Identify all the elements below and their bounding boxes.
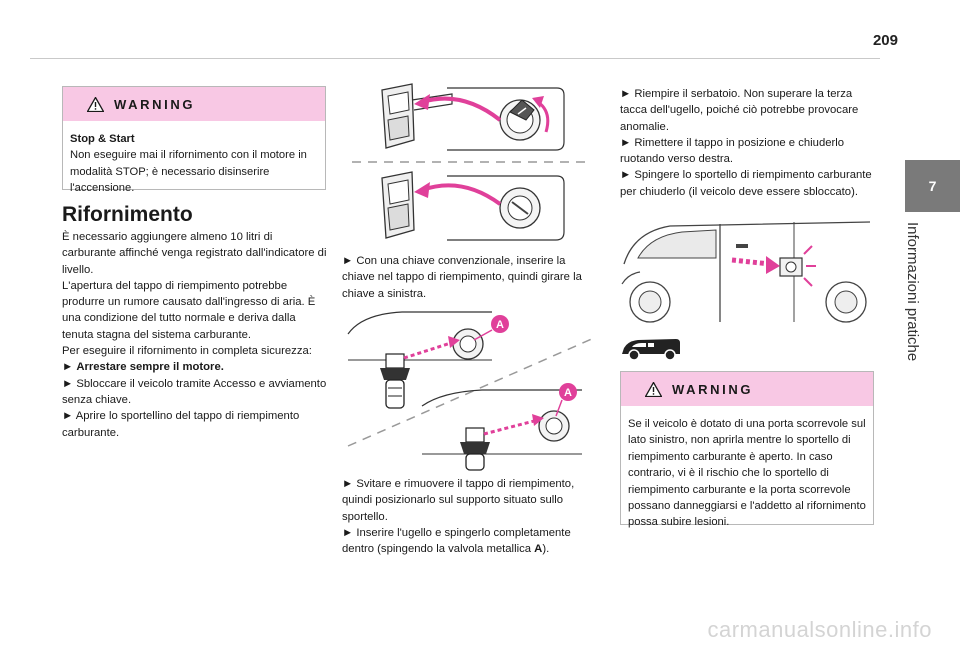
step-text: Svitare e rimuovere il tappo di riempime…: [342, 478, 575, 523]
step-insert-key: ► Con una chiave convenzionale, inserire…: [342, 253, 598, 302]
warning-body: Se il veicolo è dotato di una porta scor…: [621, 406, 873, 539]
dashed-divider: [347, 337, 595, 447]
arrow-swing-top: [421, 96, 502, 122]
warning-body: Stop & Start Non eseguire mai il riforni…: [63, 121, 325, 205]
warning-text: Se il veicolo è dotato di una porta scor…: [628, 418, 866, 529]
step-item: ► Arrestare sempre il motore.: [62, 359, 328, 375]
warning-text: Non eseguire mai il rifornimento con il …: [70, 149, 307, 195]
paragraph: L'apertura del tappo di riempimento potr…: [62, 279, 316, 341]
arrow-head: [532, 414, 544, 426]
arrow-dashed: [483, 418, 539, 436]
section-body: È necessario aggiungere almeno 10 litri …: [62, 229, 328, 441]
bullet-icon: ►: [620, 136, 632, 149]
van-side-drawing: [621, 221, 871, 323]
callout-a-bottom: A: [555, 383, 577, 417]
step-text: Rimettere il tappo in posizione e chiude…: [620, 136, 845, 166]
arrow-dashed: [403, 340, 455, 360]
arrow-head: [414, 182, 430, 198]
callout-label: A: [496, 319, 504, 331]
warning-box-sliding-door: WARNING Se il veicolo è dotato di una po…: [620, 371, 874, 528]
callout-label: A: [564, 387, 572, 399]
step-item: ► Sbloccare il veicolo tramite Accesso e…: [62, 376, 328, 409]
arrow-head: [448, 336, 460, 348]
arrow-head: [414, 94, 430, 110]
step-text: Arrestare sempre il motore.: [76, 361, 224, 374]
bullet-icon: ►: [342, 526, 354, 539]
warning-title: WARNING: [672, 381, 754, 397]
warning-triangle-icon: [87, 96, 104, 112]
callout-a-top: A: [473, 315, 509, 341]
top-rule: [30, 58, 880, 59]
page-number: 209: [872, 32, 898, 49]
warning-header: WARNING: [621, 372, 873, 406]
bullet-icon: ►: [62, 361, 74, 374]
arrow-swing-bottom: [421, 183, 502, 206]
section-title: Rifornimento: [62, 203, 193, 226]
watermark-text: carmanualsonline.info: [707, 617, 932, 642]
step-text: Inserire l'ugello e spingerlo completame…: [342, 526, 571, 556]
step-text: Sbloccare il veicolo tramite Accesso e a…: [62, 377, 327, 406]
fuel-cap-key-illustration: [342, 80, 598, 252]
bullet-icon: ►: [62, 410, 74, 423]
arrow-dashed: [731, 257, 771, 267]
fuel-flap-bottom-drawing: [381, 171, 565, 241]
van-model-icon: [620, 336, 682, 362]
bullet-icon: ►: [62, 377, 74, 390]
filler-neck-bottom-drawing: [421, 389, 582, 471]
warning-header: WARNING: [63, 87, 325, 121]
chapter-tab[interactable]: 7: [905, 160, 960, 212]
step-text-end: ).: [542, 543, 550, 556]
bullet-icon: ►: [620, 88, 632, 100]
warning-box-stop-start: WARNING Stop & Start Non eseguire mai il…: [62, 86, 326, 194]
warning-heading: Stop & Start: [70, 133, 135, 145]
step-text: Aprire lo sportellino del tappo di riemp…: [62, 410, 300, 439]
fuel-flap-top-drawing: [381, 83, 565, 151]
arrow-head: [532, 96, 544, 108]
warning-title: WARNING: [114, 96, 196, 112]
valve-label: A: [534, 543, 543, 556]
step-text: Con una chiave convenzionale, inserire l…: [342, 255, 582, 300]
step-text: Spingere lo sportello di riempimento car…: [620, 169, 872, 198]
paragraph: È necessario aggiungere almeno 10 litri …: [62, 231, 327, 276]
vehicle-fuel-flap-illustration: [620, 214, 875, 326]
step-text: Riempire il serbatoio. Non superare la t…: [620, 88, 859, 133]
step-item: ► Aprire lo sportellino del tappo di rie…: [62, 408, 328, 441]
nozzle-valve-illustration: A A: [342, 306, 598, 474]
bullet-icon: ►: [342, 255, 354, 267]
col3-steps: ► Riempire il serbatoio. Non superare la…: [620, 86, 875, 200]
warning-triangle-icon: [645, 381, 662, 397]
chapter-title-vertical: Informazioni pratiche: [903, 222, 923, 372]
push-burst-icon: [803, 245, 816, 287]
filler-neck-top-drawing: [347, 311, 492, 409]
col2-steps: ► Svitare e rimuovere il tappo di riempi…: [342, 476, 598, 557]
paragraph: Per eseguire il rifornimento in completa…: [62, 345, 312, 358]
arrow-head: [766, 256, 780, 274]
bullet-icon: ►: [620, 169, 632, 182]
bullet-icon: ►: [342, 478, 354, 490]
chapter-title: Informazioni pratiche: [904, 222, 921, 362]
